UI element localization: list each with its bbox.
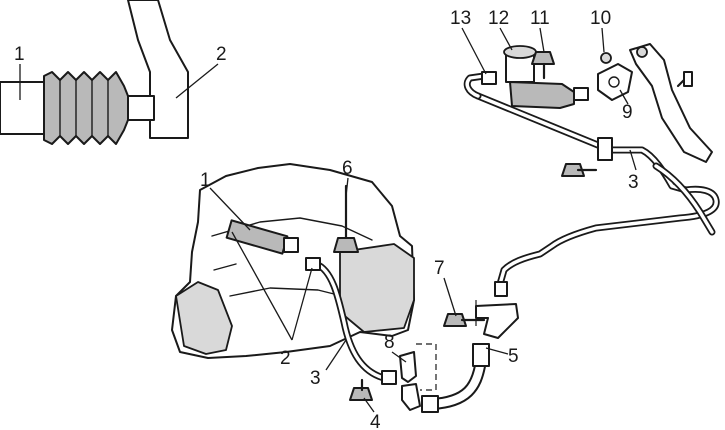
pipe-nut-upper-left: [305, 257, 321, 271]
callout-11: 11: [530, 8, 550, 29]
leader-7: [443, 277, 457, 317]
pipe-3-upper-second-run-core: [654, 164, 714, 234]
callout-6: 6: [342, 158, 353, 179]
leader-8: [391, 351, 407, 363]
hose-bracket-assembly: [349, 300, 519, 411]
master-cylinder-body: [509, 81, 575, 109]
master-cylinder-outlet: [573, 87, 589, 101]
hydraulic-lines: [305, 71, 720, 413]
pipe-loop-to-master-core: [465, 74, 486, 98]
clip-dash: [416, 343, 437, 391]
leader-3-lower: [325, 339, 347, 371]
hose-bracket: [475, 303, 519, 339]
rubber-boot: [43, 71, 129, 145]
bolt-7: [443, 313, 486, 327]
callout-3-upper: 3: [628, 172, 639, 193]
callout-3-lower: 3: [310, 368, 321, 389]
slave-cylinder-fitting: [283, 237, 299, 253]
pipe-nut-lower: [381, 370, 397, 385]
pipe-end-at-bracket: [494, 281, 508, 297]
gearbox-housing: [171, 163, 415, 359]
callout-1: 1: [200, 170, 211, 191]
leader-2b: [231, 231, 293, 341]
callout-4: 4: [370, 412, 381, 430]
pipe-clip-bolt: [561, 163, 598, 177]
callout-5: 5: [508, 346, 519, 367]
leader-3-upper: [629, 149, 637, 171]
leader-6: [345, 177, 349, 197]
leader-10: [601, 27, 605, 53]
callout-2: 2: [280, 348, 291, 369]
leader-inset-2: [175, 63, 219, 99]
inset-detail: 1 2: [0, 0, 227, 145]
fork-pushrod-socket: [127, 95, 155, 121]
leader-12: [499, 27, 513, 51]
callout-9: 9: [622, 102, 633, 123]
clutch-pedal-arm: [629, 43, 713, 163]
bellhousing-face: [175, 281, 233, 355]
callout-7: 7: [434, 258, 445, 279]
bolt-11: [531, 51, 555, 80]
hose-end-fitting-bottom: [421, 395, 439, 413]
retaining-clip-8-second: [401, 383, 421, 411]
hose-end-fitting-top: [472, 343, 490, 367]
pedal-pin: [676, 71, 693, 88]
gasket-hole: [608, 76, 620, 88]
callout-labels: 1 2 3 3 4 5 6 7 8 9 10 11 12 13: [200, 8, 639, 430]
leader-4: [363, 397, 375, 413]
pipe-nut-13: [481, 71, 497, 85]
leader-5: [485, 347, 509, 355]
leader-1: [209, 187, 251, 231]
callout-inset-1: 1: [14, 44, 25, 65]
clutch-cover-plate: [339, 243, 415, 333]
leader-lines: [209, 27, 637, 413]
gasket-9: [597, 63, 633, 101]
leader-2a: [291, 267, 313, 341]
reservoir-cap: [503, 45, 537, 59]
callout-13: 13: [450, 8, 471, 29]
bolt-4: [349, 378, 373, 401]
gearbox-rib: [213, 263, 237, 271]
callout-inset-2: 2: [216, 44, 227, 65]
callout-10: 10: [590, 8, 611, 29]
slave-cylinder-body: [0, 81, 45, 135]
leader-9: [619, 89, 629, 105]
retaining-clip-8: [399, 351, 417, 383]
flexible-hose-5-inner: [428, 362, 484, 408]
pipe-3-lower-core: [314, 262, 386, 380]
pedal-pivot: [636, 46, 648, 58]
pipe-clip: [597, 137, 613, 161]
callout-8: 8: [384, 332, 395, 353]
master-cylinder-assembly: [503, 43, 713, 163]
leader-13: [461, 27, 487, 75]
callout-12: 12: [488, 8, 509, 29]
release-fork-arm: [127, 0, 189, 139]
nut-10: [600, 52, 612, 64]
leader-11: [539, 27, 545, 53]
